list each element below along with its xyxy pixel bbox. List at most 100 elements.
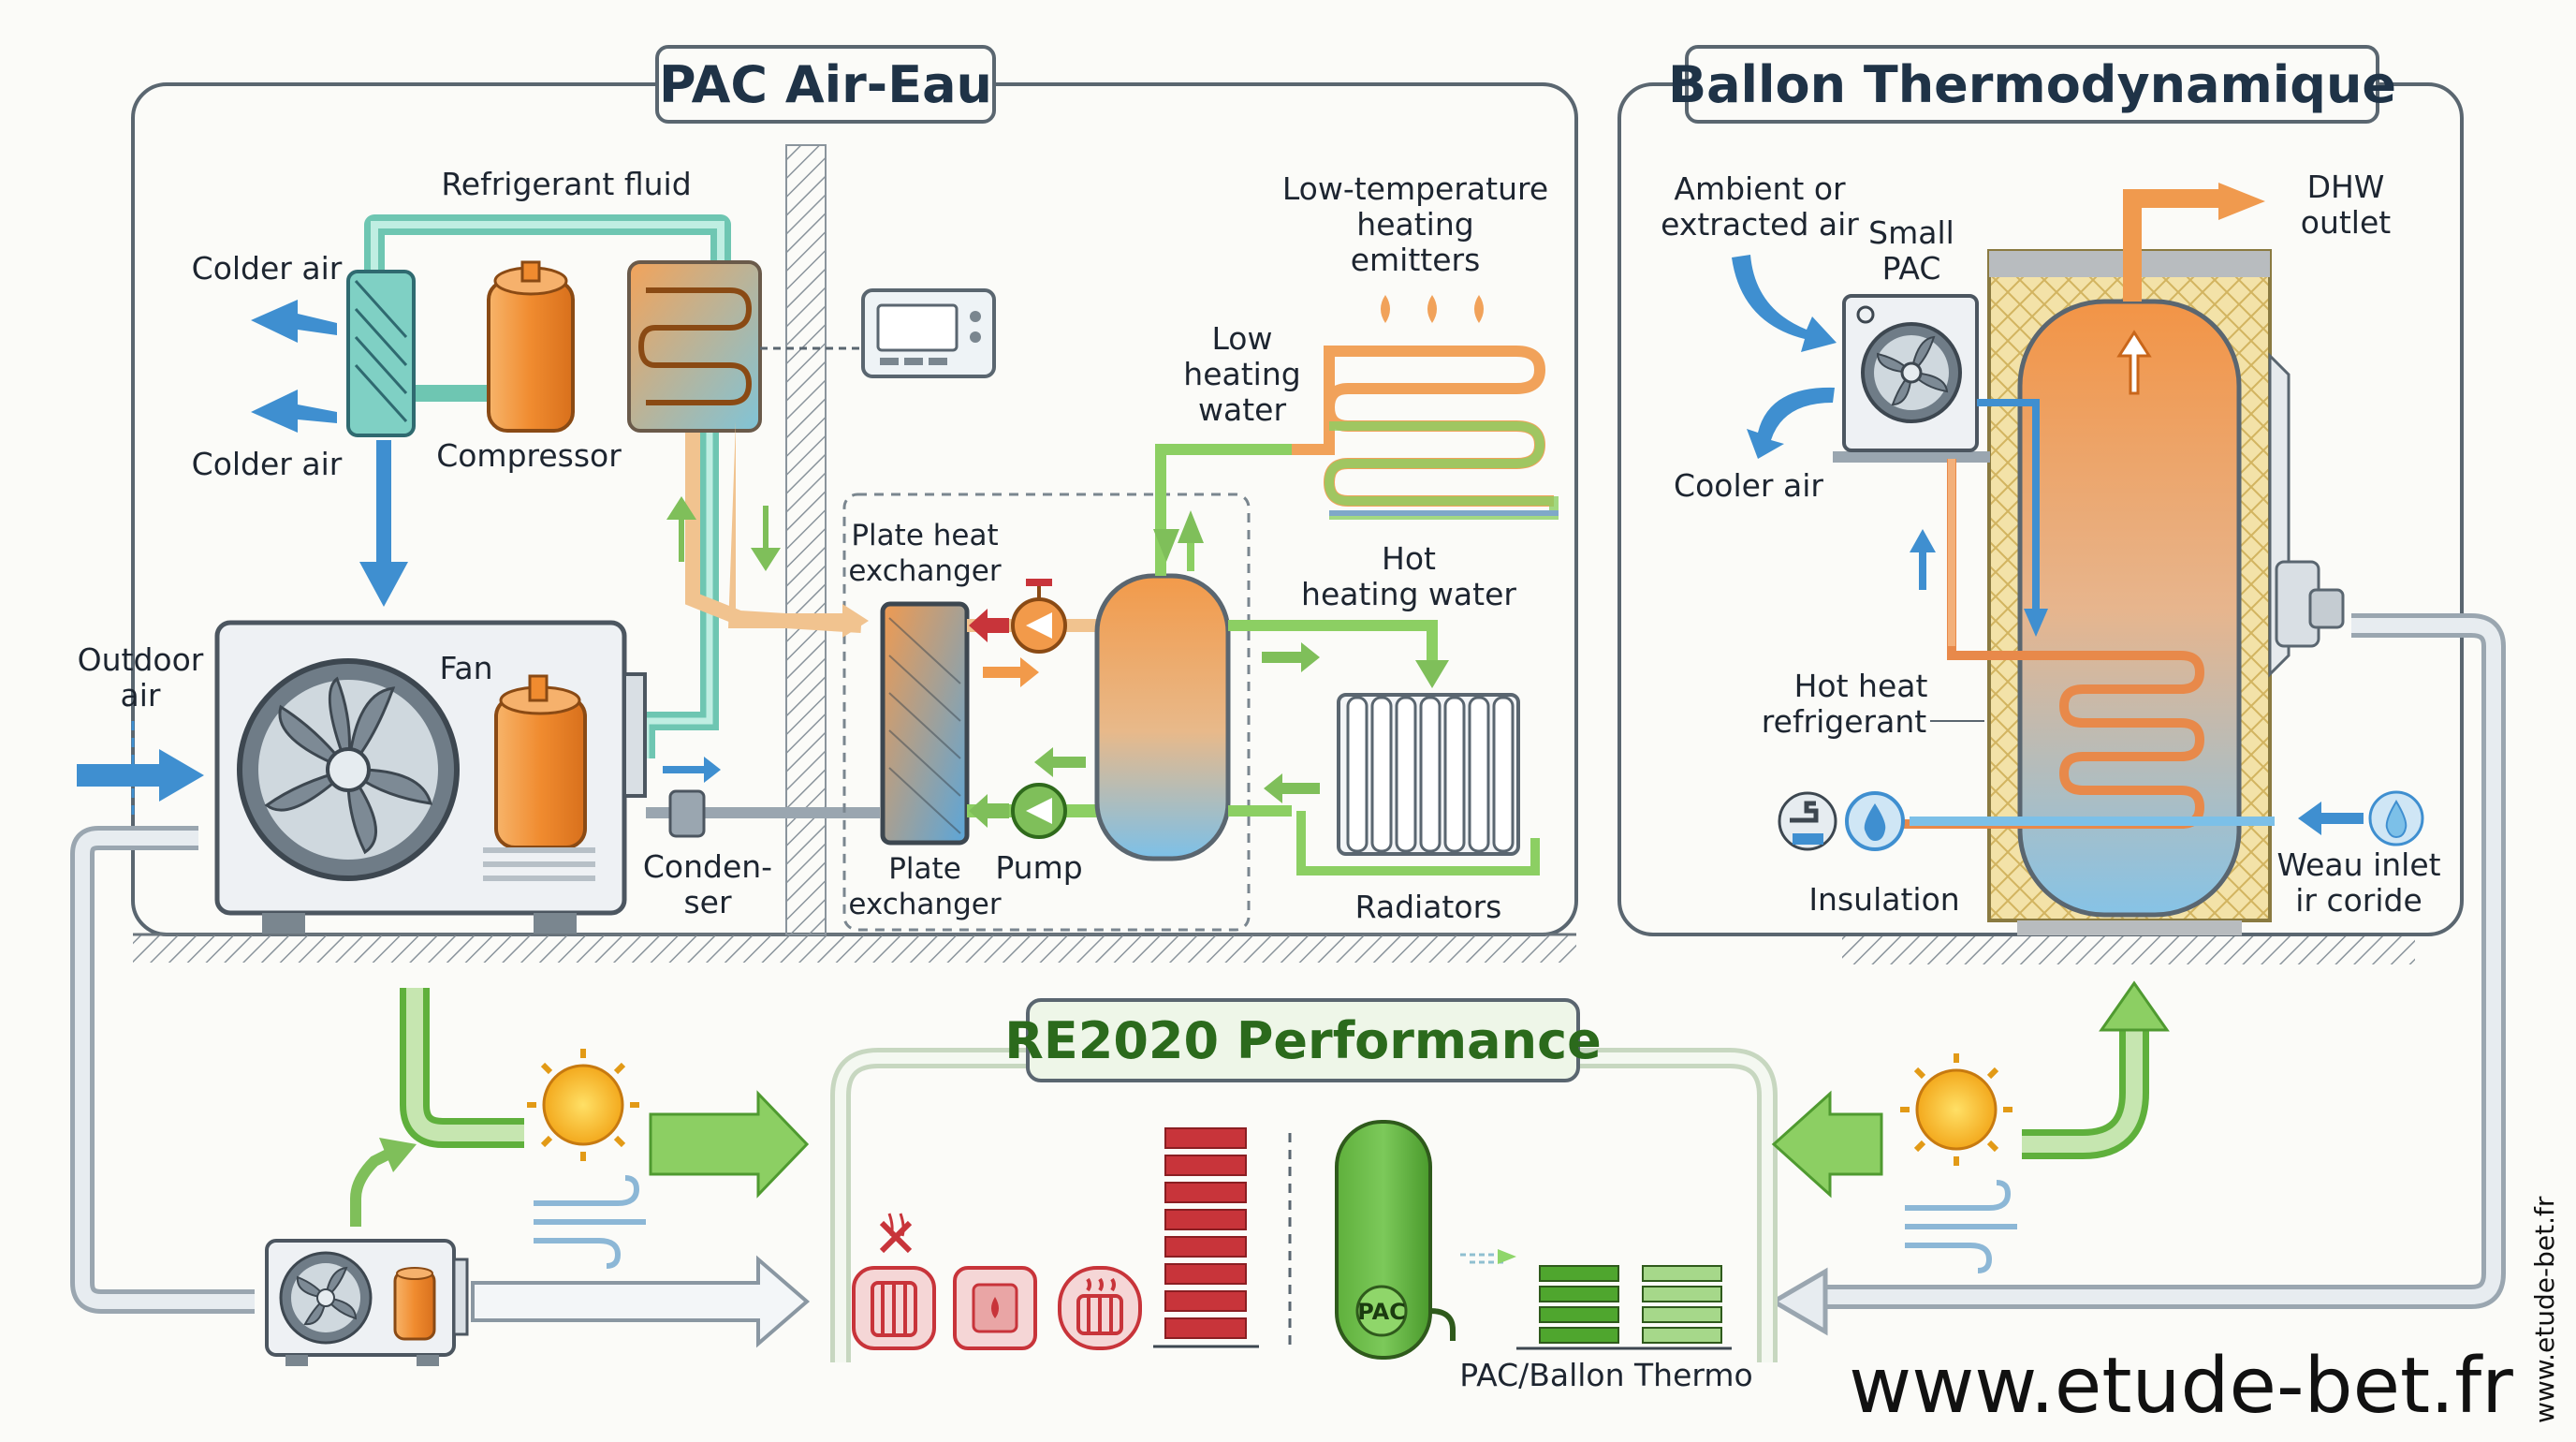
refrigerant-fluid-label: Refrigerant fluid [441, 166, 691, 202]
valve-icon [1011, 579, 1067, 654]
website-side: www.etude-bet.fr [2529, 1196, 2560, 1423]
red-bar [1164, 1290, 1247, 1312]
plate-heat-exchanger [880, 601, 970, 846]
hot-refrigerant-label-line1: Hot heat [1794, 668, 1928, 704]
cooler-air-arrow [1747, 387, 1835, 459]
outdoor-air-label-line2: air [121, 677, 161, 714]
radiator-crossed-icon [852, 1213, 936, 1350]
red-bar [1164, 1209, 1247, 1230]
condenser-label-line1: Conden- [643, 848, 772, 885]
ambient-air-arrow [1732, 255, 1837, 352]
pac-ballon-label: PAC/Ballon Thermo [1459, 1357, 1752, 1393]
heater-icon [1058, 1266, 1142, 1350]
green-bar [1642, 1286, 1722, 1302]
flow-up-arrow [666, 496, 696, 562]
green-bar [1642, 1327, 1722, 1344]
dhw-label-line2: outlet [2301, 204, 2392, 241]
water-inlet-arrow [2298, 802, 2364, 835]
water-inlet-label-line1: Weau inlet [2276, 846, 2440, 883]
ballon-title: Ballon Thermodynamique [1668, 55, 2396, 114]
inlet-drop-icon [2368, 790, 2424, 846]
ground-hatch [133, 934, 1576, 963]
outdoor-to-re2020-arrow [471, 1255, 811, 1348]
plate-hx-top-label-line1: Plate heat [851, 519, 998, 552]
connector-pipes [70, 613, 2506, 1336]
pac-air-eau-title: PAC Air-Eau [659, 55, 992, 114]
small-pac-label-line1: Small [1868, 214, 1954, 251]
compressor [487, 260, 575, 433]
bottom-left-flow [265, 988, 811, 1366]
red-bar [1164, 1127, 1247, 1149]
small-pac-unit [1833, 294, 1990, 463]
outdoor-unit [214, 620, 647, 934]
radiators-label: Radiators [1355, 889, 1502, 925]
low-temp-emitters-label-line3: emitters [1351, 242, 1481, 278]
sun-icon-right [1900, 1053, 2012, 1166]
green-bar [1539, 1327, 1619, 1344]
insulation-label: Insulation [1808, 881, 1959, 918]
re2020-left-arrow [649, 1090, 810, 1199]
low-heating-water-label-line1: Low [1212, 320, 1273, 357]
flow-down-arrow [751, 506, 781, 571]
small-outdoor-unit [265, 1239, 469, 1366]
unit-compressor [483, 674, 595, 881]
boiler-icon [953, 1266, 1037, 1350]
wind-icon [534, 1175, 646, 1269]
bottom-right-flow [1771, 980, 2170, 1273]
fan-icon [237, 658, 460, 881]
re2020-panel: RE2020 Performance [830, 998, 1778, 1393]
dhw-label-line1: DHW [2307, 169, 2385, 205]
outdoor-air-label-line1: Outdoor [78, 641, 204, 678]
green-bar [1539, 1306, 1619, 1323]
small-pac-label-line2: PAC [1882, 250, 1941, 287]
hot-heating-water-label-line1: Hot [1382, 540, 1436, 577]
low-temp-emitters-label-line1: Low-temperature [1282, 170, 1548, 207]
pump-label: Pump [995, 849, 1082, 886]
hot-heating-water-label-line2: heating water [1301, 576, 1516, 612]
wind-icon-right [1905, 1180, 2017, 1273]
sun-icon [527, 1049, 639, 1161]
red-bar [1164, 1155, 1247, 1176]
dhw-outlet-pipe [2123, 189, 2228, 302]
red-bar [1164, 1263, 1247, 1285]
condenser-label-line2: ser [683, 884, 731, 920]
consumption-bars-red [1164, 1127, 1247, 1339]
water-drop-icon [1845, 791, 1905, 851]
green-bar [1539, 1265, 1619, 1282]
underfloor-coil [1292, 295, 1559, 520]
red-bar [1164, 1317, 1247, 1339]
website-footer[interactable]: www.etude-bet.fr [1849, 1342, 2513, 1431]
hot-refrigerant-label-line2: refrigerant [1762, 703, 1926, 740]
low-temp-emitters-label-line2: heating [1356, 206, 1473, 243]
consumption-bars-green [1539, 1265, 1722, 1344]
faucet-icon [1778, 791, 1837, 851]
low-heating-water-label-line2: heating [1183, 356, 1300, 392]
red-bar [1164, 1236, 1247, 1258]
colder-air-arrow-bottom [251, 390, 337, 433]
outdoor-air-arrow [77, 749, 204, 802]
green-bar [1642, 1306, 1722, 1323]
pac-air-eau-panel: PAC Air-Eau Refrigerant fluid Colder air… [77, 45, 1578, 963]
condenser-coil [627, 260, 762, 433]
re2020-title: RE2020 Performance [1004, 1011, 1601, 1070]
evaporator [346, 270, 416, 437]
re2020-right-arrow [1771, 1090, 1883, 1199]
green-bar [1642, 1265, 1722, 1282]
downflow-arrow [359, 440, 408, 607]
low-heating-water-label-line3: water [1198, 391, 1286, 428]
pac-tank-icon: PAC [1335, 1120, 1456, 1360]
radiator-icon [1296, 693, 1540, 876]
compressor-label: Compressor [436, 437, 622, 474]
ambient-air-label-line1: Ambient or [1674, 170, 1846, 207]
plate-hx-top-label-line2: exchanger [848, 554, 1001, 588]
refrigerant-coil [1891, 459, 2205, 829]
thermostat-device [861, 288, 996, 378]
water-inlet-label-line2: ir coride [2295, 882, 2422, 919]
ballon-panel: Ballon Thermodynamique DHW outlet [1617, 45, 2464, 964]
colder-air-arrow-top [251, 300, 337, 343]
plate-hx-bottom-label-line1: Plate [888, 852, 961, 886]
pump-icon [1011, 783, 1067, 839]
ambient-air-label-line2: extracted air [1661, 206, 1859, 243]
cooler-air-label: Cooler air [1674, 467, 1823, 504]
